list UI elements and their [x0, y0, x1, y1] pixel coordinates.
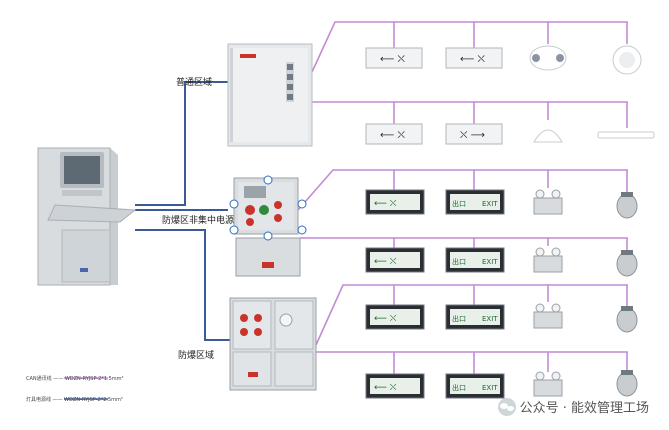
exit-sign-en-4: EXIT — [482, 384, 498, 392]
ex-fixtures-row-3: ⟵ ⛌ 出口 EXIT — [365, 303, 638, 333]
exit-sign-text-2: 出口 — [452, 257, 466, 266]
exit-sign-en-3: EXIT — [482, 315, 498, 323]
exit-sign-normal-3: ⟵ ⛌ — [365, 123, 423, 145]
svg-text:⛌ ⟶: ⛌ ⟶ — [460, 130, 485, 141]
normal-area-cabinet — [227, 43, 313, 147]
power-wiring — [135, 81, 232, 341]
legend-can-bus: CAN通讯线 —— WDZN-RYJSP-2*1.5mm² — [26, 376, 124, 382]
explosion-proof-area-cabinet — [229, 297, 317, 391]
exit-sign-normal-1: ⟵ ⛌ — [365, 47, 423, 69]
ceiling-light-normal — [612, 45, 642, 75]
zone-label-ex-power: 防爆区非集中电源 — [162, 216, 235, 226]
watermark: 公众号 · 能效管理工场 — [497, 397, 649, 416]
twin-spot-light-normal — [529, 45, 567, 71]
svg-text:⟵ ⛌: ⟵ ⛌ — [380, 130, 406, 141]
svg-text:⟵ ⛌: ⟵ ⛌ — [374, 314, 397, 324]
exit-sign-en-2: EXIT — [482, 258, 498, 266]
ex-fixtures-row-1: ⟵ ⛌ 出口 EXIT — [365, 189, 638, 219]
exit-sign-en-1: EXIT — [482, 200, 498, 208]
tube-light-normal — [597, 131, 655, 139]
watermark-text: 公众号 · 能效管理工场 — [519, 401, 649, 416]
legend-lines — [64, 377, 108, 400]
exit-sign-text-3: 出口 — [452, 314, 466, 323]
svg-text:⟵ ⛌: ⟵ ⛌ — [374, 199, 397, 209]
svg-text:⟵ ⛌: ⟵ ⛌ — [374, 383, 397, 393]
monitoring-host — [37, 147, 137, 286]
zone-label-normal: 普通区域 — [176, 78, 213, 88]
exit-sign-normal-2: ⟵ ⛌ — [445, 47, 503, 69]
svg-text:⟵ ⛌: ⟵ ⛌ — [374, 257, 397, 267]
exit-sign-text-4: 出口 — [452, 383, 466, 392]
lamp-wiring — [297, 21, 628, 374]
ex-fixtures-row-4: ⟵ ⛌ 出口 EXIT — [365, 370, 638, 399]
svg-text:⟵ ⛌: ⟵ ⛌ — [460, 54, 486, 65]
ex-fixtures-row-2: ⟵ ⛌ 出口 EXIT — [365, 247, 638, 277]
explosion-proof-power-box — [229, 175, 307, 277]
exit-sign-text-1: 出口 — [452, 199, 466, 208]
legend-power-bus: 灯具电源线 —— WDZN-RYJSP-2*2.5mm² — [26, 397, 123, 403]
dome-light-normal — [533, 129, 563, 143]
zone-label-ex-area: 防爆区域 — [178, 351, 215, 361]
svg-text:⟵ ⛌: ⟵ ⛌ — [380, 54, 406, 65]
wechat-icon — [497, 397, 516, 416]
exit-sign-normal-4: ⛌ ⟶ — [445, 123, 503, 145]
